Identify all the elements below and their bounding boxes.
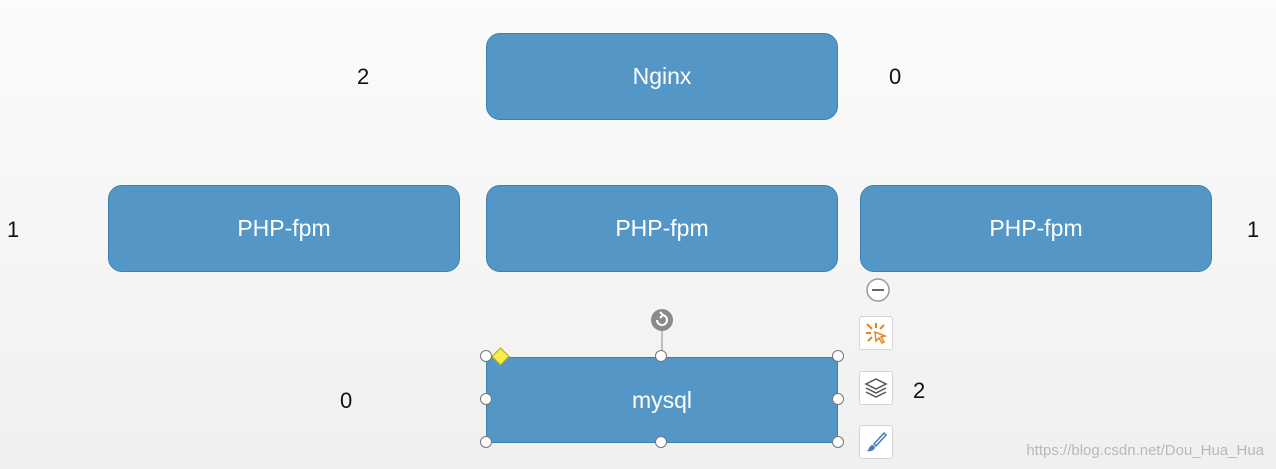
nginx-right-number: 0 bbox=[889, 64, 902, 89]
watermark: https://blog.csdn.net/Dou_Hua_Hua bbox=[1026, 442, 1264, 459]
php-fpm-box-3[interactable]: PHP-fpm bbox=[860, 185, 1212, 272]
mysql-right-number: 2 bbox=[913, 378, 926, 403]
php-right-number: 1 bbox=[1247, 217, 1260, 242]
php-left-number: 1 bbox=[7, 217, 20, 242]
animation-effect-button[interactable] bbox=[859, 316, 893, 350]
nginx-box[interactable]: Nginx bbox=[486, 33, 838, 120]
resize-handle-top-left[interactable] bbox=[480, 350, 492, 362]
resize-handle-left[interactable] bbox=[480, 393, 492, 405]
nginx-left-number: 2 bbox=[357, 64, 370, 89]
layers-icon bbox=[864, 378, 888, 398]
mysql-left-number: 0 bbox=[340, 388, 353, 413]
style-button[interactable] bbox=[859, 425, 893, 459]
minus-circle-icon[interactable] bbox=[865, 277, 891, 303]
animation-effect-icon bbox=[866, 323, 888, 344]
resize-handle-bottom-right[interactable] bbox=[832, 436, 844, 448]
php-fpm-box-1[interactable]: PHP-fpm bbox=[108, 185, 460, 272]
brush-icon bbox=[867, 431, 888, 452]
resize-handle-top[interactable] bbox=[655, 350, 667, 362]
layout-options-button[interactable] bbox=[859, 371, 893, 405]
resize-handle-bottom-left[interactable] bbox=[480, 436, 492, 448]
php-fpm-box-2[interactable]: PHP-fpm bbox=[486, 185, 838, 272]
resize-handle-top-right[interactable] bbox=[832, 350, 844, 362]
resize-handle-right[interactable] bbox=[832, 393, 844, 405]
mysql-box[interactable]: mysql bbox=[486, 357, 838, 443]
resize-handle-bottom[interactable] bbox=[655, 436, 667, 448]
